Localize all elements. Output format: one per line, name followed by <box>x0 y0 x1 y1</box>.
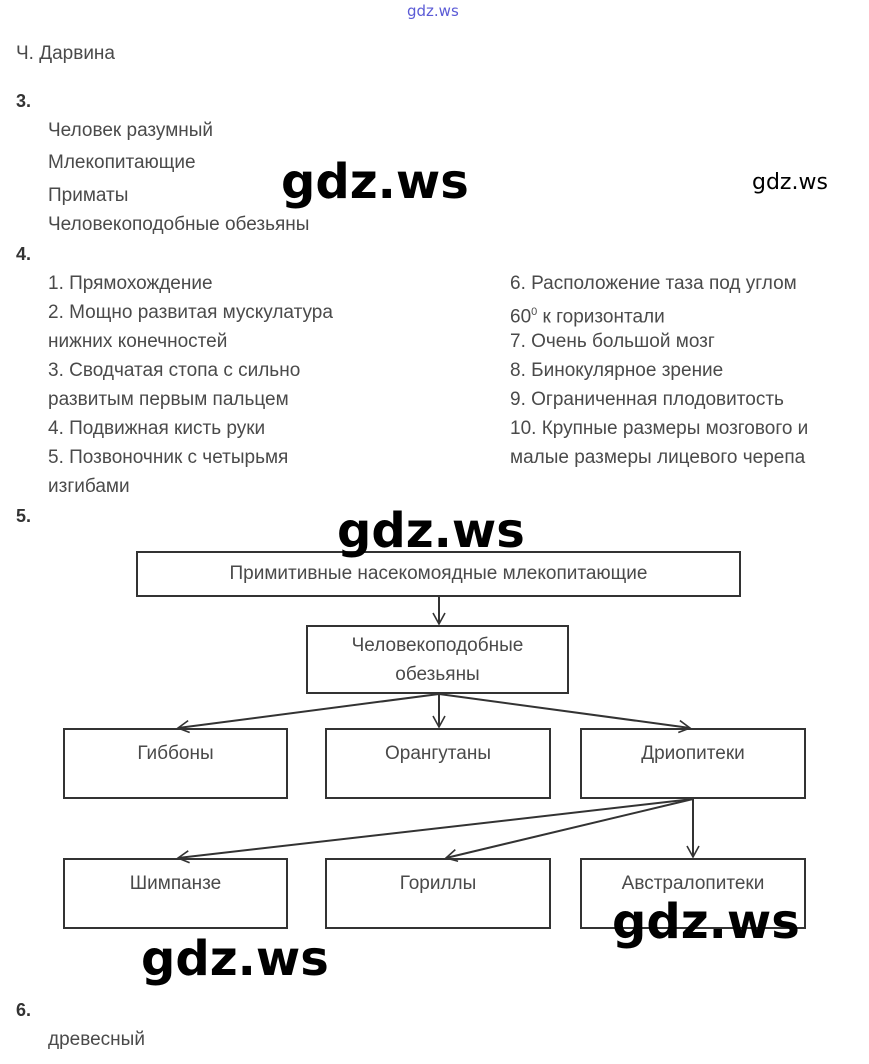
intro-text: Ч. Дарвина <box>16 43 115 64</box>
box-dryopithecus: Дриопитеки <box>580 728 806 799</box>
q4-right-line: 8. Бинокулярное зрение <box>510 360 724 381</box>
q4-right-line: 6. Расположение таза под углом <box>510 273 797 294</box>
q3-item: Млекопитающие <box>48 152 196 173</box>
degree-sup: 0 <box>531 306 538 318</box>
arrow <box>444 798 694 863</box>
degree-value: 60 <box>510 306 532 328</box>
q4-right-line: 10. Крупные размеры мозгового и <box>510 418 809 439</box>
watermark: gdz.ws <box>407 2 459 20</box>
q4-right-line: малые размеры лицевого черепа <box>510 447 806 468</box>
q4-right-line: 9. Ограниченная плодовитость <box>510 389 784 410</box>
box-australopithecus: Австралопитеки <box>580 858 806 929</box>
q6-number: 6. <box>16 1000 32 1020</box>
q4-left-line: 1. Прямохождение <box>48 273 213 294</box>
q3-item: Приматы <box>48 185 129 206</box>
q4-left-line: 2. Мощно развитая мускулатура <box>48 302 333 323</box>
watermark: gdz.ws <box>612 894 800 950</box>
q3-item: Человек разумный <box>48 120 214 141</box>
box-label: обезьяны <box>395 664 480 685</box>
box-gibbons: Гиббоны <box>63 728 288 799</box>
box-label: Примитивные насекомоядные млекопитающие <box>229 563 648 584</box>
box-label: Шимпанзе <box>129 873 222 894</box>
box-label: Австралопитеки <box>621 873 765 894</box>
q4-right-line: 7. Очень большой мозг <box>510 331 715 352</box>
box-label: Гиббоны <box>137 743 214 764</box>
watermark: gdz.ws <box>752 170 828 195</box>
q3-number: 3. <box>16 91 32 111</box>
box-gorillas: Гориллы <box>325 858 551 929</box>
arrow <box>176 693 440 734</box>
q4-left-line: 3. Сводчатая стопа с сильно <box>48 360 301 381</box>
watermark: gdz.ws <box>141 931 329 987</box>
box-root: Примитивные насекомоядные млекопитающие <box>136 551 741 597</box>
box-label: Человекоподобные <box>351 635 524 656</box>
q4-number: 4. <box>16 244 32 264</box>
q4-left-line: развитым первым пальцем <box>48 389 289 410</box>
box-label: Гориллы <box>399 873 477 894</box>
box-label: Орангутаны <box>384 743 492 764</box>
q5-number: 5. <box>16 506 32 526</box>
arrow <box>176 798 694 864</box>
box-orangutans: Орангутаны <box>325 728 551 799</box>
q4-left-line: 5. Позвоночник с четырьмя <box>48 447 289 468</box>
box-chimps: Шимпанзе <box>63 858 288 929</box>
degree-rest: к горизонтали <box>537 306 665 328</box>
watermark: gdz.ws <box>281 154 469 210</box>
q4-left-line: нижних конечностей <box>48 331 228 352</box>
q3-item: Человекоподобные обезьяны <box>48 214 310 235</box>
watermark: gdz.ws <box>337 503 525 559</box>
q4-left-line: изгибами <box>48 476 130 497</box>
box-apes: Человекоподобные обезьяны <box>306 625 569 694</box>
box-label: Дриопитеки <box>641 743 745 764</box>
q6-answer: древесный <box>48 1029 145 1050</box>
q4-right-line: 600 к горизонтали <box>510 298 665 331</box>
q4-left-line: 4. Подвижная кисть руки <box>48 418 266 439</box>
arrow <box>438 693 692 734</box>
